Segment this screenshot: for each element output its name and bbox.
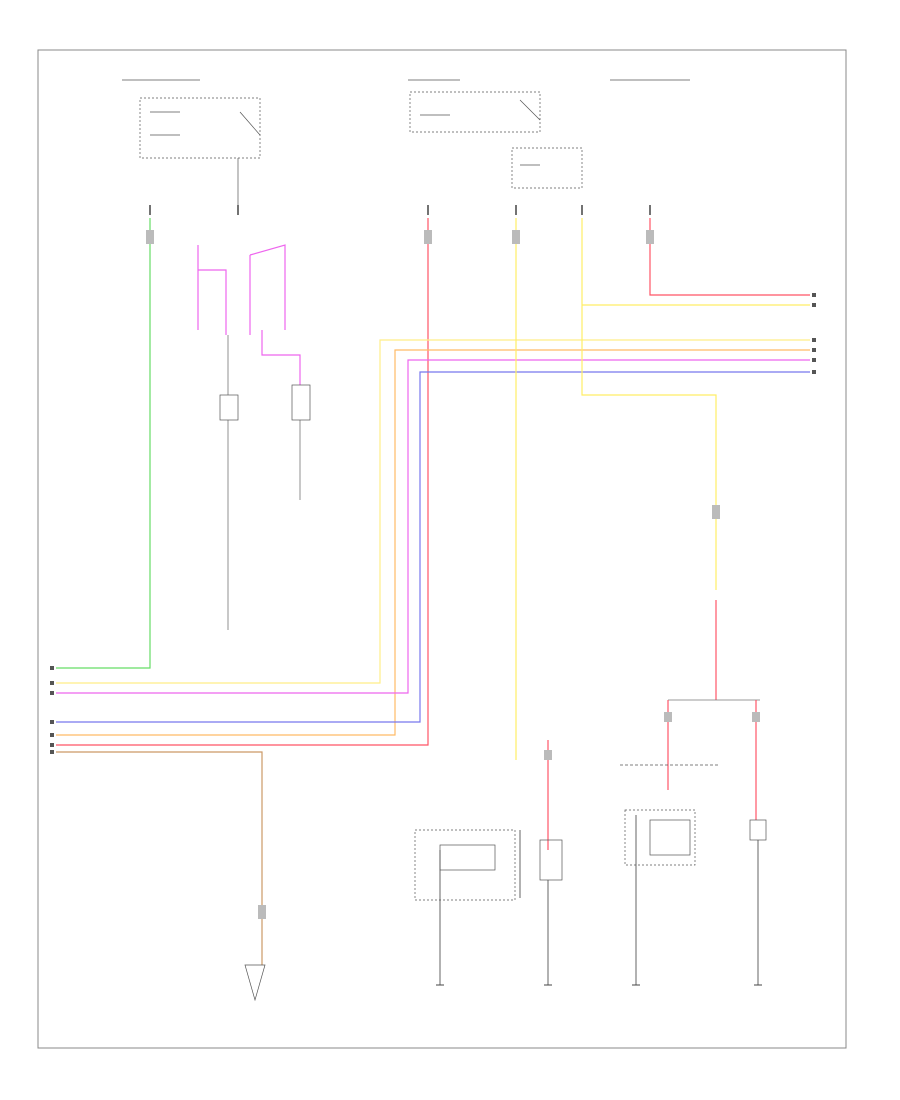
wire-yellow-bus: [56, 339, 810, 684]
component-sensor: [244, 964, 266, 1002]
center-relay-block: [408, 79, 690, 189]
wire-pink-switch: [197, 244, 301, 385]
component-left-switch: [219, 384, 311, 421]
diagram-border: [37, 49, 847, 1049]
bus-terminals-left: [50, 666, 54, 754]
wire-red-right: [649, 218, 810, 296]
wire-green: [56, 218, 151, 669]
wire-pink-bus: [56, 359, 810, 694]
fuse-terminals: [149, 205, 651, 215]
wire-yellow-right: [581, 218, 717, 590]
wire-red-right-branches: [547, 699, 760, 850]
component-bottom-module: [414, 764, 767, 901]
wire-red-left: [56, 218, 429, 746]
ground-wires: [439, 815, 759, 985]
connector-markers: [146, 230, 760, 919]
bus-terminals-right: [812, 293, 816, 374]
wire-orange-bus: [56, 349, 810, 736]
wire-orange-sensor: [56, 751, 263, 965]
wire-blue-bus: [56, 371, 810, 723]
left-fuse-block: [122, 79, 261, 210]
wire-gray-switch: [227, 335, 301, 630]
